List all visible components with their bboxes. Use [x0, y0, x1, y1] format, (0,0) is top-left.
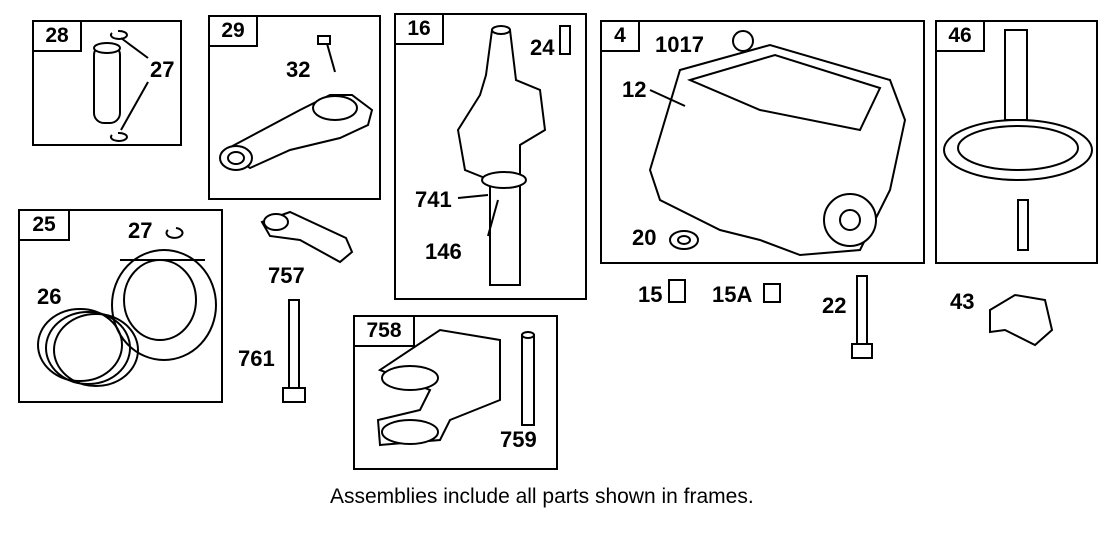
frame-16 [394, 13, 587, 300]
bolt-761 [288, 299, 300, 389]
crankshaft [456, 29, 547, 286]
label-15: 15 [638, 282, 663, 307]
label-20: 20 [632, 225, 657, 250]
label-26: 26 [37, 284, 62, 309]
label-12: 12 [622, 77, 647, 102]
label-757: 757 [268, 263, 305, 288]
frame-758 [353, 315, 558, 470]
label-32: 32 [286, 57, 311, 82]
label-15a: 15A [712, 282, 753, 307]
label-43: 43 [950, 289, 975, 314]
clip-27 [165, 227, 184, 239]
frame-28 [32, 20, 182, 146]
label-22: 22 [822, 293, 847, 318]
pin-clip-bottom [109, 131, 128, 142]
label-24: 24 [530, 35, 555, 60]
frame-tag-4: 4 [600, 20, 640, 52]
piston-pin [93, 44, 121, 124]
counterweight [376, 328, 501, 447]
seal-1017 [732, 30, 754, 52]
label-146: 146 [425, 239, 462, 264]
frame-4 [600, 20, 925, 264]
frame-tag-46: 46 [935, 20, 985, 52]
label-27-piston-clip: 27 [128, 218, 153, 243]
frame-tag-25: 25 [18, 209, 70, 241]
frame-tag-758: 758 [353, 315, 415, 347]
governor-43 [989, 293, 1054, 347]
camshaft [1004, 29, 1028, 121]
label-1017: 1017 [655, 32, 704, 57]
label-27-pin-clips: 27 [150, 57, 175, 82]
frame-29 [208, 15, 381, 200]
plug-15a [763, 283, 781, 303]
frame-tag-16: 16 [394, 13, 444, 45]
frame-tag-28: 28 [32, 20, 82, 52]
piston-rings [37, 308, 123, 382]
pin-759 [521, 334, 535, 426]
label-759: 759 [500, 427, 537, 452]
key-24 [559, 25, 571, 55]
frame-25 [18, 209, 223, 403]
frame-tag-29: 29 [208, 15, 258, 47]
plug-15 [668, 279, 686, 303]
bolt-22 [856, 275, 868, 345]
assemblies-note: Assemblies include all parts shown in fr… [330, 485, 754, 508]
frame-46 [935, 20, 1098, 264]
pin-clip-top [109, 29, 128, 40]
label-761: 761 [238, 346, 275, 371]
label-741: 741 [415, 187, 452, 212]
